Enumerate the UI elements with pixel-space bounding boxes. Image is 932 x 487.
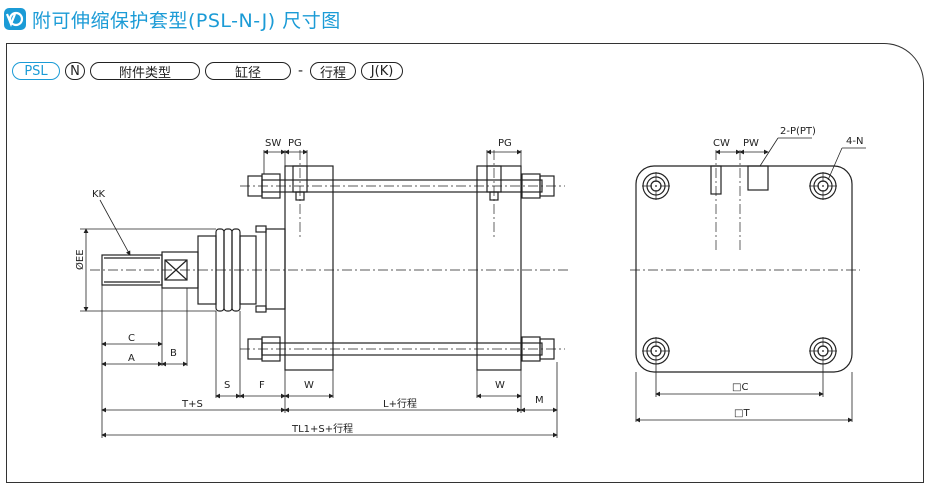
label-pg-rear: PG	[498, 138, 512, 149]
model-code-row: PSL N 附件类型 缸径 - 行程 J(K)	[12, 62, 404, 81]
label-f: F	[259, 380, 265, 391]
rear-cover	[476, 165, 522, 371]
brand-logo-icon	[4, 8, 26, 30]
label-ee: ØEE	[74, 249, 86, 270]
label-s: S	[224, 380, 230, 391]
label-w-front: W	[304, 380, 314, 391]
label-pg-front: PG	[288, 138, 302, 149]
drawing-frame	[6, 43, 924, 483]
label-cw: CW	[713, 138, 730, 149]
page-title: 附可伸缩保护套型(PSL-N-J) 尺寸图	[32, 9, 341, 32]
end-view	[635, 165, 853, 373]
label-outer-square: □T	[734, 408, 750, 419]
model-code-bore: 缸径	[205, 62, 291, 81]
label-sw: SW	[265, 138, 281, 149]
label-m: M	[535, 395, 544, 406]
front-cover	[284, 165, 334, 371]
label-inner-square: □C	[732, 382, 748, 393]
label-pw: PW	[743, 138, 759, 149]
label-b: B	[170, 348, 177, 359]
model-code-dash: -	[298, 63, 304, 79]
model-code-accessory: 附件类型	[90, 62, 200, 81]
rod-flange	[265, 228, 286, 310]
label-holes: 4-N	[846, 136, 863, 147]
label-t-s: T+S	[181, 399, 203, 410]
end-plate	[635, 165, 853, 373]
model-code-n: N	[65, 62, 85, 80]
label-c: C	[128, 333, 135, 344]
label-a: A	[128, 353, 135, 364]
label-total-length: TL1+S+行程	[291, 422, 353, 435]
label-port: 2-P(PT)	[780, 126, 816, 137]
model-code-stroke: 行程	[310, 62, 357, 81]
model-code-series: PSL	[12, 62, 60, 80]
side-view	[101, 165, 555, 371]
page-header: 附可伸缩保护套型(PSL-N-J) 尺寸图	[4, 4, 341, 34]
label-w-rear: W	[495, 380, 505, 391]
label-kk: KK	[92, 189, 106, 200]
model-code-jk: J(K)	[361, 62, 404, 80]
label-l-stroke: L+行程	[383, 397, 417, 410]
